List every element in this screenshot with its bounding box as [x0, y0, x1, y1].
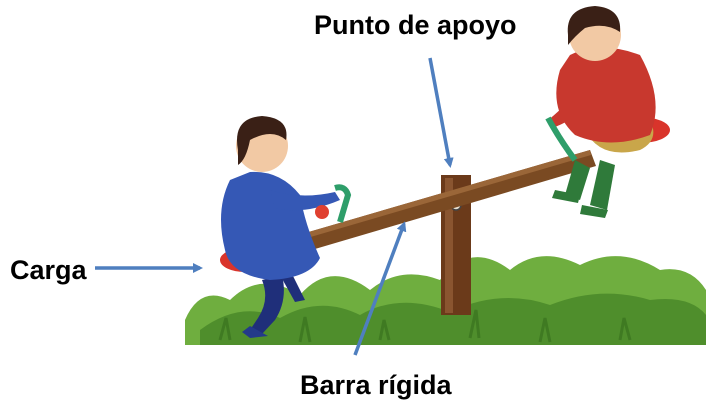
rigid-bar-label: Barra rígida [300, 370, 452, 400]
load-label: Carga [10, 255, 87, 285]
bar-arrow [353, 221, 407, 356]
girl-figure [220, 116, 352, 338]
seesaw-bar [288, 150, 596, 254]
fulcrum-arrow [428, 57, 454, 168]
boy-figure [545, 6, 670, 218]
fulcrum-label: Punto de apoyo [314, 10, 517, 40]
